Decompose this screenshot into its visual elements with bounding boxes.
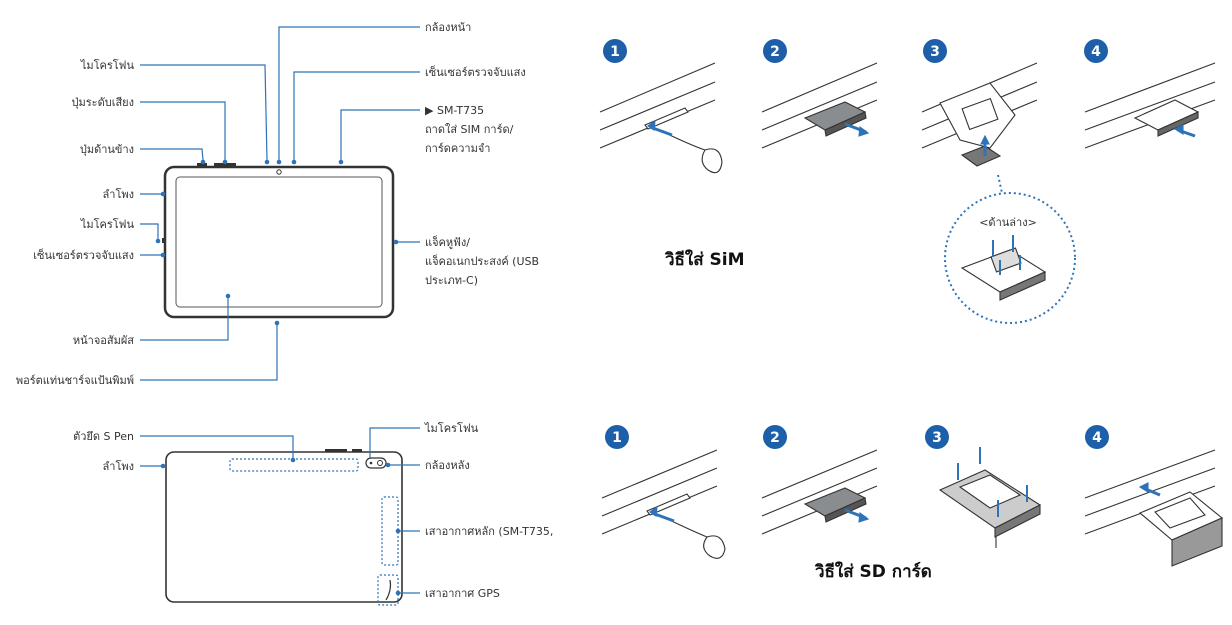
- sim-step2-illustration: [761, 62, 878, 149]
- sd-step-badge-2: 2: [763, 425, 787, 449]
- label-underside: <ด้านล่าง>: [979, 216, 1037, 229]
- sim-section: 1 2 3 4: [599, 39, 1216, 324]
- sd-step3-arrows: [957, 447, 1028, 517]
- label-speaker-front: ลำโพง: [103, 187, 134, 201]
- sim-step1-illustration: [599, 62, 723, 174]
- sim-step-badge-2: 2: [763, 39, 787, 63]
- rear-camera-lens: [377, 460, 383, 466]
- label-mic-back: ไมโครโฟน: [424, 421, 479, 435]
- front-view: ไมโครโฟน ปุ่มระดับเสียง ปุ่มด้านข้าง ลำโ…: [16, 21, 539, 387]
- label-jack-line1: แจ็คหูฟัง/: [425, 235, 470, 249]
- sd-step-badge-4: 4: [1085, 425, 1109, 449]
- sim-step-badge-3: 3: [923, 39, 947, 63]
- sd-step-badge-1: 1: [605, 425, 629, 449]
- label-rear-camera: กล้องหลัง: [425, 459, 470, 472]
- sd-section-title: วิธีใส่ SD การ์ด: [815, 561, 932, 582]
- left-mic-shape: [162, 238, 165, 243]
- sd-step1-illustration: [601, 449, 726, 559]
- label-s-pen-holder: ตัวยึด S Pen: [73, 430, 134, 443]
- sim-underside-zoom: <ด้านล่าง>: [944, 174, 1076, 324]
- svg-text:4: 4: [1092, 430, 1102, 446]
- side-button-shape: [197, 163, 207, 167]
- back-leader-dots: [160, 457, 401, 596]
- label-sim-tray-model: ▶ SM-T735: [425, 104, 484, 117]
- svg-text:2: 2: [770, 430, 780, 446]
- gps-antenna-region: [377, 574, 399, 606]
- sim-section-title: วิธีใส่ SiM: [665, 249, 745, 270]
- label-gps-antenna: เสาอากาศ GPS: [425, 587, 500, 600]
- label-front-camera: กล้องหน้า: [425, 21, 471, 34]
- svg-text:4: 4: [1091, 44, 1101, 60]
- back-top-button-a: [325, 449, 347, 452]
- back-view: ตัวยึด S Pen ลำโพง ไมโครโฟน กล้องหลัง เส…: [73, 421, 553, 606]
- label-sim-tray-line2: ถาดใส่ SIM การ์ด/: [425, 123, 514, 136]
- label-mic-side: ไมโครโฟน: [80, 217, 135, 231]
- svg-text:2: 2: [770, 44, 780, 60]
- label-side-button: ปุ่มด้านข้าง: [80, 143, 134, 156]
- svg-text:3: 3: [932, 430, 942, 446]
- label-volume: ปุ่มระดับเสียง: [72, 96, 134, 109]
- sd-step4-illustration: [1084, 449, 1224, 567]
- tablet-front-screen: [175, 176, 383, 308]
- label-jack-line3: ประเภท-C): [425, 274, 478, 287]
- label-keyboard-port: พอร์ตแท่นชาร์จแป้นพิมพ์: [16, 374, 134, 387]
- label-light-sensor-top: เซ็นเซอร์ตรวจจับแสง: [425, 65, 526, 79]
- sim-step4-illustration: [1084, 62, 1216, 149]
- main-antenna-region: [381, 496, 399, 566]
- sd-step3-illustration: [938, 447, 1042, 548]
- tablet-back-body: [165, 451, 403, 603]
- svg-text:1: 1: [610, 44, 620, 60]
- rear-mic-dot: [369, 461, 373, 465]
- sim-step-badge-1: 1: [603, 39, 627, 63]
- sd-step-badge-3: 3: [925, 425, 949, 449]
- svg-text:1: 1: [612, 430, 622, 446]
- back-leaders: [140, 427, 420, 594]
- label-touchscreen: หน้าจอสัมผัส: [73, 334, 134, 347]
- sim-step3-illustration: [921, 62, 1038, 167]
- label-mic-top: ไมโครโฟน: [80, 58, 135, 72]
- label-main-antenna: เสาอากาศหลัก (SM-T735,: [425, 525, 553, 538]
- sd-step2-illustration: [761, 449, 878, 535]
- front-left-leaders: [140, 26, 420, 381]
- front-camera-dot: [276, 169, 282, 175]
- back-top-button-b: [352, 449, 362, 452]
- underside-arrows: [992, 235, 1021, 275]
- front-leader-dots: [155, 159, 399, 326]
- sd-section: 1 2 3 4: [601, 425, 1224, 582]
- label-jack-line2: แจ็คอเนกประสงค์ (USB: [425, 254, 539, 268]
- label-speaker-back: ลำโพง: [103, 459, 134, 473]
- sim-step-badge-4: 4: [1084, 39, 1108, 63]
- label-sim-tray-line3: การ์ดความจำ: [425, 142, 490, 155]
- svg-text:3: 3: [930, 44, 940, 60]
- label-light-sensor-side: เซ็นเซอร์ตรวจจับแสง: [33, 248, 134, 262]
- volume-button-shape: [214, 163, 236, 167]
